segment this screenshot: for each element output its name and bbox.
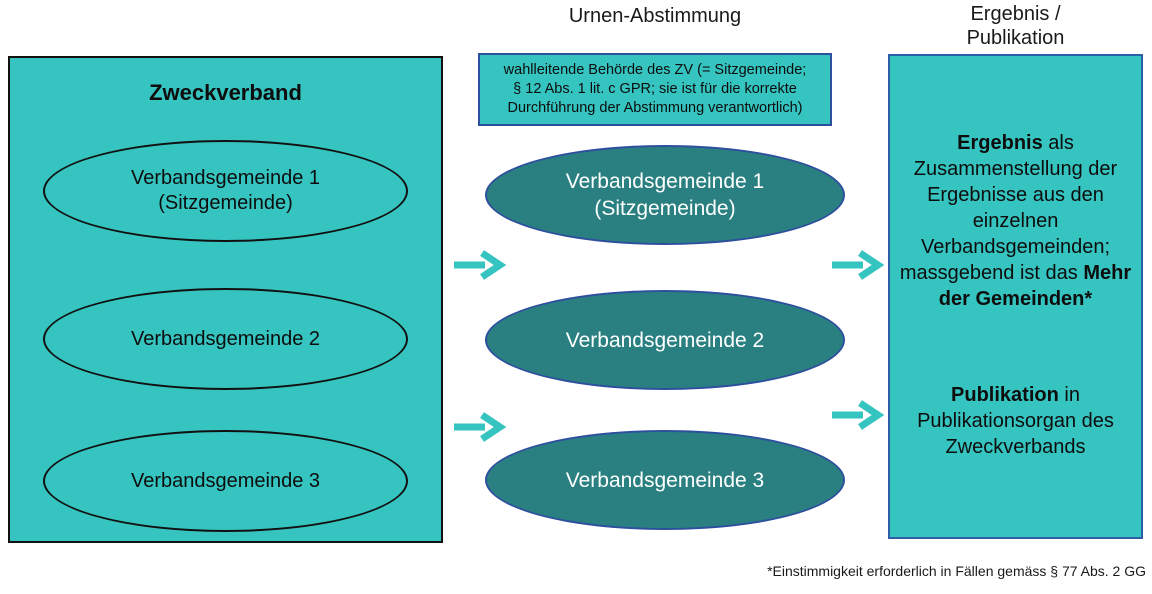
ergebnis-publikation-box: Ergebnis als Zusammenstellung der Ergebn…	[888, 54, 1143, 539]
heading-urnen-abstimmung: Urnen-Abstimmung	[568, 5, 742, 27]
left-ellipse-2-label: Verbandsgemeinde 2	[130, 327, 321, 350]
middle-ellipse-verbandsgemeinde-2: Verbandsgemeinde 2	[485, 290, 845, 390]
wahlleitende-behoerde-note-text: wahlleitende Behörde des ZV (= Sitzgemei…	[503, 62, 807, 116]
publikation-lead: Publikation	[951, 384, 1059, 406]
middle-ellipse-2-label: Verbandsgemeinde 2	[565, 328, 765, 352]
left-ellipse-1-label: Verbandsgemeinde 1 (Sitzgemeinde)	[130, 167, 321, 214]
left-ellipse-verbandsgemeinde-1: Verbandsgemeinde 1 (Sitzgemeinde)	[43, 140, 408, 242]
ergebnis-emphasis: Mehr der Gemeinden*	[938, 262, 1132, 310]
arrow-left-to-middle-1	[454, 250, 507, 280]
publikation-body: in Publikationsorgan des Zweckverbands	[917, 384, 1114, 458]
zweckverband-title: Zweckverband	[149, 80, 302, 105]
middle-ellipse-verbandsgemeinde-3: Verbandsgemeinde 3	[485, 430, 845, 530]
middle-ellipse-3-label: Verbandsgemeinde 3	[565, 468, 765, 492]
publikation-paragraph: Publikation in Publikationsorgan des Zwe…	[890, 382, 1141, 460]
ergebnis-paragraph: Ergebnis als Zusammenstellung der Ergebn…	[890, 130, 1141, 312]
ergebnis-body: als Zusammenstellung der Ergebnisse aus …	[899, 132, 1118, 284]
left-ellipse-verbandsgemeinde-3: Verbandsgemeinde 3	[43, 430, 408, 532]
arrow-middle-to-right-2	[832, 400, 885, 430]
arrow-left-to-middle-2	[454, 412, 507, 442]
arrow-middle-to-right-1	[832, 250, 885, 280]
heading-ergebnis-publikation: Ergebnis / Publikation	[966, 3, 1065, 49]
footnote: *Einstimmigkeit erforderlich in Fällen g…	[767, 563, 1146, 579]
left-ellipse-3-label: Verbandsgemeinde 3	[130, 469, 321, 492]
middle-ellipse-1-label: Verbandsgemeinde 1 (Sitzgemeinde)	[565, 170, 765, 220]
middle-ellipse-verbandsgemeinde-1: Verbandsgemeinde 1 (Sitzgemeinde)	[485, 145, 845, 245]
ergebnis-lead: Ergebnis	[957, 132, 1043, 154]
left-ellipse-verbandsgemeinde-2: Verbandsgemeinde 2	[43, 288, 408, 390]
wahlleitende-behoerde-note: wahlleitende Behörde des ZV (= Sitzgemei…	[478, 53, 832, 126]
